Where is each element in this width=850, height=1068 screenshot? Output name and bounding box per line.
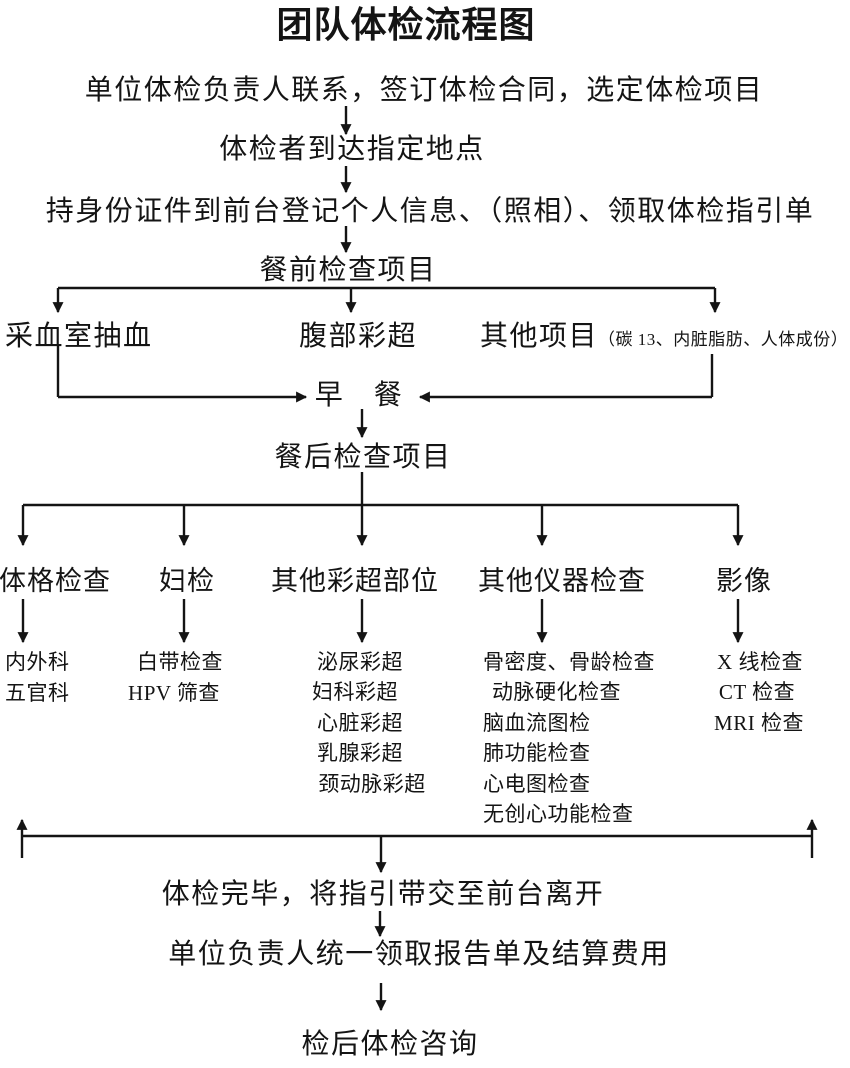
list-item: 骨密度、骨龄检查 [483,650,655,674]
list-item: 脑血流图检 [483,711,591,735]
list-item: 白带检查 [137,650,223,674]
pre-meal-item-blood-draw: 采血室抽血 [5,321,153,352]
step-register-front-desk: 持身份证件到前台登记个人信息、（照相）、领取体检指引单 [45,196,815,227]
breakfast-node: 早 餐 [314,380,404,411]
list-item: 五官科 [5,681,70,705]
list-item: MRI 检查 [714,711,804,735]
step-contact-contract: 单位体检负责人联系，签订体检合同，选定体检项目 [84,75,764,106]
list-item: 心脏彩超 [317,711,403,735]
step-post-exam-consult: 检后体检咨询 [301,1029,479,1060]
page-title: 团队体检流程图 [276,5,536,45]
list-item: 动脉硬化检查 [492,680,621,704]
list-item: 乳腺彩超 [317,741,403,765]
column-header-physical-exam: 体格检查 [0,566,111,596]
post-meal-branch [17,472,744,547]
list-item: 无创心功能检查 [483,802,634,826]
list-item: 颈动脉彩超 [318,772,426,796]
column-header-arrows [17,599,744,644]
list-item: 心电图检查 [483,772,591,796]
list-item: 内外科 [5,650,70,674]
pre-meal-item-abdominal-ultrasound: 腹部彩超 [298,321,418,352]
step-collect-reports: 单位负责人统一领取报告单及结算费用 [168,939,670,970]
column-header-other-ultrasound: 其他彩超部位 [271,566,439,596]
pre-meal-branch [52,286,721,314]
pre-meal-header: 餐前检查项目 [259,255,437,286]
step-arrive-location: 体检者到达指定地点 [219,134,485,165]
breakfast-merge-arrows [56,346,714,439]
bottom-sequence-arrows [374,911,387,1012]
list-item: 肺功能检查 [483,741,591,765]
list-item: 妇科彩超 [312,680,398,704]
column-header-imaging: 影像 [716,566,772,596]
pre-meal-item-other: 其他项目（碳 13、内脏脂肪、人体成份） [480,320,848,354]
column-header-gynecology: 妇检 [159,566,215,596]
pre-meal-other-label: 其他项目 [480,321,599,352]
pre-meal-other-note: （碳 13、内脏脂肪、人体成份） [598,330,849,349]
list-item: 泌尿彩超 [317,650,403,674]
post-meal-header: 餐后检查项目 [274,442,452,473]
step-finish-return-guide: 体检完毕，将指引带交至前台离开 [161,879,605,910]
list-item: X 线检查 [717,650,803,674]
list-item: CT 检查 [718,680,796,704]
column-header-other-instruments: 其他仪器检查 [478,566,646,596]
list-item: HPV 筛查 [128,681,220,705]
collector-line [16,818,818,874]
